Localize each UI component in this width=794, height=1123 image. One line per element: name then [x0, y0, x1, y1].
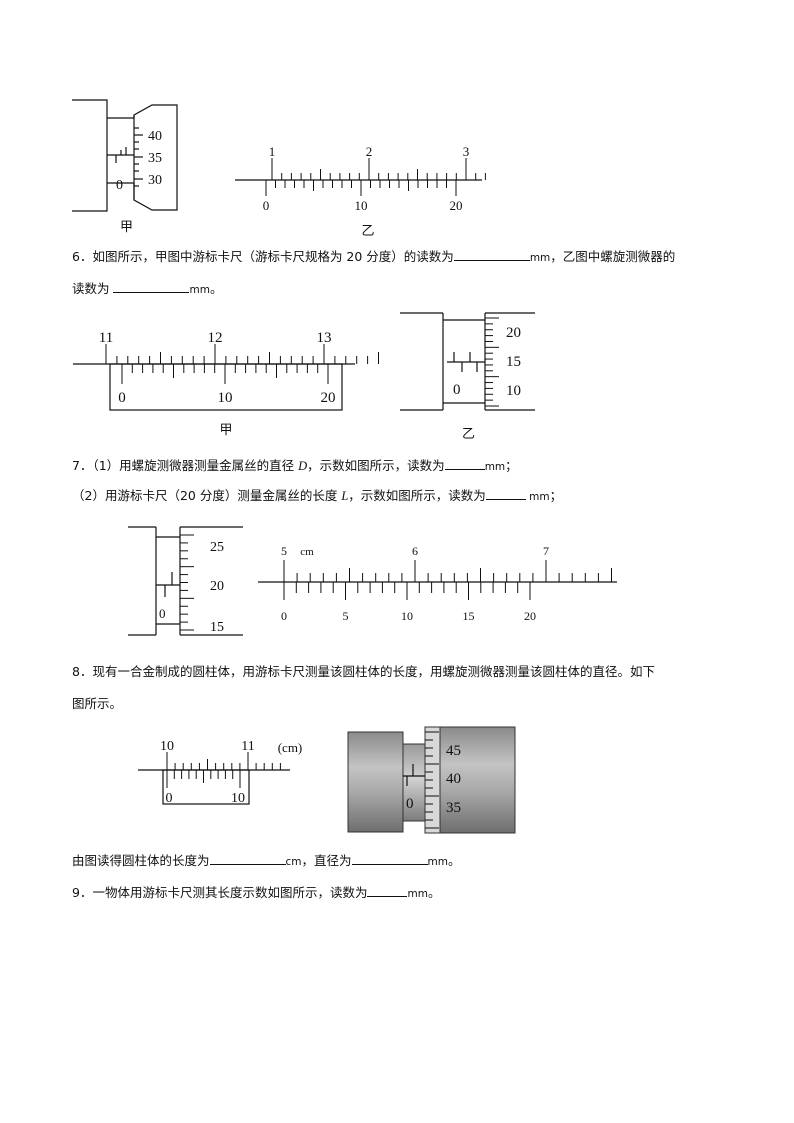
question-text: ，乙图中螺旋测微器的 — [550, 249, 676, 264]
answer-blank[interactable] — [453, 248, 530, 261]
vernier-label: 20 — [321, 390, 336, 406]
question-7-line-1: 7．（1）用螺旋测微器测量金属丝的直径 D，示数如图所示，读数为 mm； — [72, 457, 518, 475]
answer-blank[interactable] — [367, 884, 408, 897]
question-8-result: 由图读得圆柱体的长度为 cm，直径为 mm。 — [72, 852, 461, 870]
thimble-label: 20 — [210, 579, 224, 594]
question-text: ，直径为 — [301, 853, 352, 868]
unit: mm — [189, 284, 210, 296]
question-6-line-2: 读数为 mm。 — [72, 280, 222, 298]
figure-caption: 甲 — [120, 220, 133, 235]
vernier-label: 0 — [281, 609, 287, 623]
question-text: 6．如图所示，甲图中游标卡尺（游标卡尺规格为 20 分度）的读数为 — [72, 249, 454, 264]
main-scale-unit: (cm) — [278, 740, 303, 755]
figure-5-micrometer: 40 35 30 0 甲 — [60, 95, 190, 235]
question-6-line-1: 6．如图所示，甲图中游标卡尺（游标卡尺规格为 20 分度）的读数为 mm，乙图中螺… — [72, 248, 675, 266]
answer-blank[interactable] — [209, 852, 286, 865]
main-scale-label: 10 — [160, 739, 174, 754]
thimble-label: 35 — [446, 800, 461, 816]
sleeve-zero: 0 — [406, 796, 414, 812]
question-6-caliper: 11 12 13 0 10 20 甲 — [70, 322, 379, 442]
question-text: 。 — [427, 885, 441, 900]
main-scale-label: 6 — [412, 544, 418, 558]
unit: mm — [407, 888, 428, 900]
unit: mm — [484, 461, 506, 473]
thimble-label: 35 — [148, 151, 162, 166]
main-scale-label: 11 — [99, 330, 113, 346]
thimble-label: 40 — [446, 771, 461, 787]
main-scale-label: 3 — [463, 144, 470, 159]
question-8-line-2: 图所示。 — [72, 696, 122, 712]
variable: D — [298, 459, 308, 473]
answer-blank[interactable] — [444, 457, 485, 470]
sleeve-zero: 0 — [453, 382, 461, 398]
answer-blank[interactable] — [485, 487, 526, 500]
question-9: 9．一物体用游标卡尺测其长度示数如图所示，读数为 mm。 — [72, 884, 440, 902]
question-text: 8．现有一合金制成的圆柱体，用游标卡尺测量该圆柱体的长度，用螺旋测微器测量该圆柱… — [72, 664, 655, 679]
question-text: 。 — [209, 281, 223, 296]
figure-5-ruler: 1 2 3 0 10 20 乙 — [230, 144, 490, 240]
sleeve-zero: 0 — [159, 606, 166, 621]
question-text: 。 — [448, 853, 461, 868]
main-scale-label: 2 — [366, 144, 373, 159]
question-text: 由图读得圆柱体的长度为 — [72, 853, 210, 868]
thimble-label: 20 — [506, 325, 521, 341]
main-scale-label: 7 — [543, 544, 549, 558]
question-text: 9．一物体用游标卡尺测其长度示数如图所示，读数为 — [72, 885, 368, 900]
question-7-caliper: 5 6 7 cm 0 5 10 15 20 — [255, 538, 625, 630]
main-scale-label: 13 — [317, 330, 332, 346]
vernier-label: 0 — [166, 791, 173, 806]
main-scale-label: 1 — [269, 144, 276, 159]
main-scale-unit: cm — [300, 546, 314, 558]
question-text: 图所示。 — [72, 696, 123, 711]
question-6-micrometer: 20 15 10 0 乙 — [395, 308, 545, 443]
thimble-label: 30 — [148, 173, 162, 188]
vernier-label: 15 — [463, 609, 475, 623]
answer-blank[interactable] — [113, 280, 190, 293]
vernier-label: 5 — [343, 609, 349, 623]
question-text: 读数为 — [72, 281, 114, 296]
question-7-micrometer: 25 20 15 0 — [120, 522, 250, 642]
question-text: （2）用游标卡尺（20 分度）测量金属丝的长度 — [72, 488, 342, 503]
question-text: ； — [549, 488, 563, 503]
main-scale-label: 11 — [241, 739, 254, 754]
figure-caption: 乙 — [462, 427, 475, 442]
thimble-label: 45 — [446, 743, 461, 759]
thimble-label: 15 — [210, 620, 224, 635]
vernier-label: 10 — [231, 791, 245, 806]
vernier-label: 20 — [450, 198, 463, 213]
answer-blank[interactable] — [351, 852, 428, 865]
vernier-label: 20 — [524, 609, 536, 623]
sleeve-zero: 0 — [116, 178, 123, 193]
thimble-label: 10 — [506, 383, 521, 399]
vernier-label: 0 — [118, 390, 126, 406]
thimble-label: 40 — [148, 129, 162, 144]
unit: mm — [427, 856, 449, 868]
question-text: ，示数如图所示，读数为 — [307, 458, 445, 473]
thimble-label: 25 — [210, 540, 224, 555]
unit: cm — [285, 856, 302, 868]
unit: mm — [525, 491, 550, 503]
question-8-micrometer: 45 40 35 0 — [345, 724, 520, 836]
figure-caption: 甲 — [219, 423, 232, 438]
vernier-label: 0 — [263, 198, 270, 213]
vernier-label: 10 — [218, 390, 233, 406]
question-text: ； — [505, 458, 518, 473]
main-scale-label: 5 — [281, 544, 287, 558]
vernier-label: 10 — [401, 609, 413, 623]
question-text: 7．（1）用螺旋测微器测量金属丝的直径 — [72, 458, 299, 473]
question-text: ，示数如图所示，读数为 — [348, 488, 486, 503]
question-8-line-1: 8．现有一合金制成的圆柱体，用游标卡尺测量该圆柱体的长度，用螺旋测微器测量该圆柱… — [72, 664, 655, 680]
variable: L — [341, 489, 349, 503]
thimble-label: 15 — [506, 354, 521, 370]
vernier-label: 10 — [355, 198, 368, 213]
question-8-caliper: 10 11 (cm) 0 10 — [135, 732, 315, 812]
figure-caption: 乙 — [361, 224, 374, 239]
vernier-frame — [162, 769, 250, 805]
question-7-line-2: （2）用游标卡尺（20 分度）测量金属丝的长度 L，示数如图所示，读数为 mm； — [72, 487, 562, 505]
unit: mm — [529, 252, 551, 264]
main-scale-label: 12 — [208, 330, 223, 346]
